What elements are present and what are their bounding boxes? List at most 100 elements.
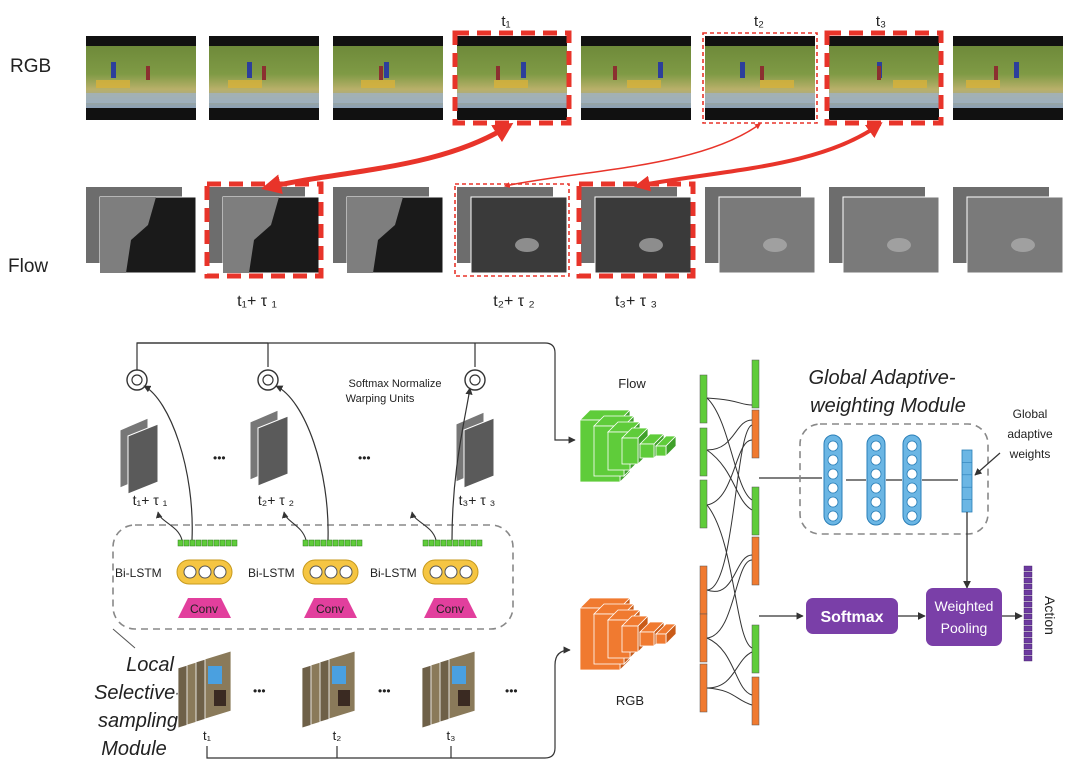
action-label: Action xyxy=(1042,596,1058,635)
local-title-2: Selective- xyxy=(94,682,182,704)
ellipsis-3: ••• xyxy=(253,684,266,698)
unit-label-2: t₂+ τ ₂ xyxy=(258,492,294,508)
conv-unit-2: Conv xyxy=(304,598,357,618)
svg-text:Pooling: Pooling xyxy=(941,620,988,636)
frame-label-1: t₁ xyxy=(203,728,212,743)
fusion-bar-9 xyxy=(751,486,760,536)
flow-frame-4 xyxy=(454,183,570,277)
frame-label-3: t₃ xyxy=(447,728,456,743)
fusion-bar-6 xyxy=(699,663,708,713)
svg-text:Bi-LSTM: Bi-LSTM xyxy=(248,566,295,580)
local-title-3: sampling xyxy=(98,710,178,732)
warp-unit-2 xyxy=(257,369,279,391)
link-t1-arrow xyxy=(261,122,514,194)
warped-flow-stack-1 xyxy=(119,417,159,495)
rgb-row-label: RGB xyxy=(10,56,51,77)
conv-unit-3: Conv xyxy=(424,598,477,618)
global-module-box xyxy=(799,423,989,535)
rgb-clip-stack-1 xyxy=(177,650,232,729)
weighted-pooling-box: Weighted Pooling xyxy=(926,588,1002,646)
link-t2-arrow xyxy=(503,123,761,188)
warped-flow-stack-3 xyxy=(455,411,495,489)
weights-label-2: adaptive xyxy=(1007,427,1053,441)
flow-label-1: t₁+ τ ₁ xyxy=(237,293,277,310)
bilstm-unit-2: Bi-LSTM xyxy=(248,559,359,585)
t3-label: t₃ xyxy=(876,13,886,30)
fusion-bar-1 xyxy=(699,374,708,424)
flow-row-label: Flow xyxy=(8,256,48,277)
unit-label-3: t₃+ τ ₃ xyxy=(459,492,496,508)
rgb-stream-label: RGB xyxy=(616,693,644,708)
warp-caption-1: Softmax Normalize xyxy=(349,378,442,390)
unit-label-1: t₁+ τ ₁ xyxy=(133,492,168,508)
rgb-frame-6 xyxy=(702,32,818,124)
svg-text:Bi-LSTM: Bi-LSTM xyxy=(370,566,417,580)
svg-text:Bi-LSTM: Bi-LSTM xyxy=(115,566,162,580)
conv-unit-1: Conv xyxy=(178,598,231,618)
flow-stream-label: Flow xyxy=(618,376,646,391)
fusion-bar-2 xyxy=(699,427,708,477)
flow-feedback-line xyxy=(136,342,576,444)
flow-frame-3 xyxy=(333,187,444,274)
rgb-cnn xyxy=(579,597,677,671)
flow-frame-1 xyxy=(86,187,197,274)
svg-text:Conv: Conv xyxy=(316,602,344,616)
ellipsis-1: ••• xyxy=(213,451,226,465)
rgb-frame-5 xyxy=(581,36,691,120)
flow-frame-6 xyxy=(705,187,816,274)
link-t3-arrow xyxy=(633,122,883,192)
flow-frame-7 xyxy=(829,187,940,274)
flow-cnn xyxy=(579,409,677,483)
global-weights-bar xyxy=(961,449,973,513)
fusion-bar-11 xyxy=(751,624,760,674)
lstm-feature-bar-2 xyxy=(302,539,363,547)
lstm-feature-bar-1 xyxy=(177,539,238,547)
warped-flow-stack-2 xyxy=(249,409,289,487)
warp-unit-3 xyxy=(464,369,486,391)
fusion-bar-5 xyxy=(699,613,708,663)
fusion-bar-3 xyxy=(699,479,708,529)
fusion-feature-bars xyxy=(699,359,760,726)
rgb-frame-strip xyxy=(86,30,1063,126)
t2-label: t₂ xyxy=(754,13,764,30)
global-title-2: weighting Module xyxy=(810,395,966,417)
rgb-frame-7 xyxy=(824,30,944,126)
local-module-box xyxy=(112,524,514,630)
local-title-1: Local xyxy=(126,654,174,676)
rgb-clip-stack-2 xyxy=(301,650,356,729)
local-title-4: Module xyxy=(101,738,167,760)
ellipsis-4: ••• xyxy=(378,684,391,698)
flow-label-2: t₂+ τ ₂ xyxy=(493,293,534,310)
weights-label-3: weights xyxy=(1009,447,1051,461)
fusion-bar-8 xyxy=(751,409,760,459)
action-output-bar xyxy=(1023,565,1033,662)
rgb-frame-1 xyxy=(86,36,196,120)
rgb-frame-3 xyxy=(333,36,443,120)
flow-label-3: t₃+ τ ₃ xyxy=(615,293,657,310)
rgb-input-line xyxy=(206,646,571,759)
rgb-frame-4 xyxy=(452,30,572,126)
svg-text:Softmax: Softmax xyxy=(820,609,883,626)
svg-text:Conv: Conv xyxy=(190,602,218,616)
global-net xyxy=(823,434,973,526)
flow-frame-8 xyxy=(953,187,1064,274)
fusion-connections xyxy=(706,397,822,706)
bilstm-unit-3: Bi-LSTM xyxy=(370,559,479,585)
flow-frame-strip xyxy=(86,181,1064,279)
ellipsis-2: ••• xyxy=(358,451,371,465)
warp-caption-2: Warping Units xyxy=(346,393,415,405)
softmax-box: Softmax xyxy=(806,598,898,634)
flow-frame-2 xyxy=(204,181,324,279)
weights-label-1: Global xyxy=(1013,407,1048,421)
ellipsis-5: ••• xyxy=(505,684,518,698)
svg-text:Conv: Conv xyxy=(436,602,464,616)
lstm-feature-bar-3 xyxy=(422,539,483,547)
frame-label-2: t₂ xyxy=(333,728,342,743)
fusion-bar-12 xyxy=(751,676,760,726)
svg-text:Weighted: Weighted xyxy=(935,598,994,614)
rgb-frame-2 xyxy=(209,36,319,120)
fusion-bar-4 xyxy=(699,565,708,615)
rgb-frame-8 xyxy=(953,36,1063,120)
fusion-bar-10 xyxy=(751,536,760,586)
